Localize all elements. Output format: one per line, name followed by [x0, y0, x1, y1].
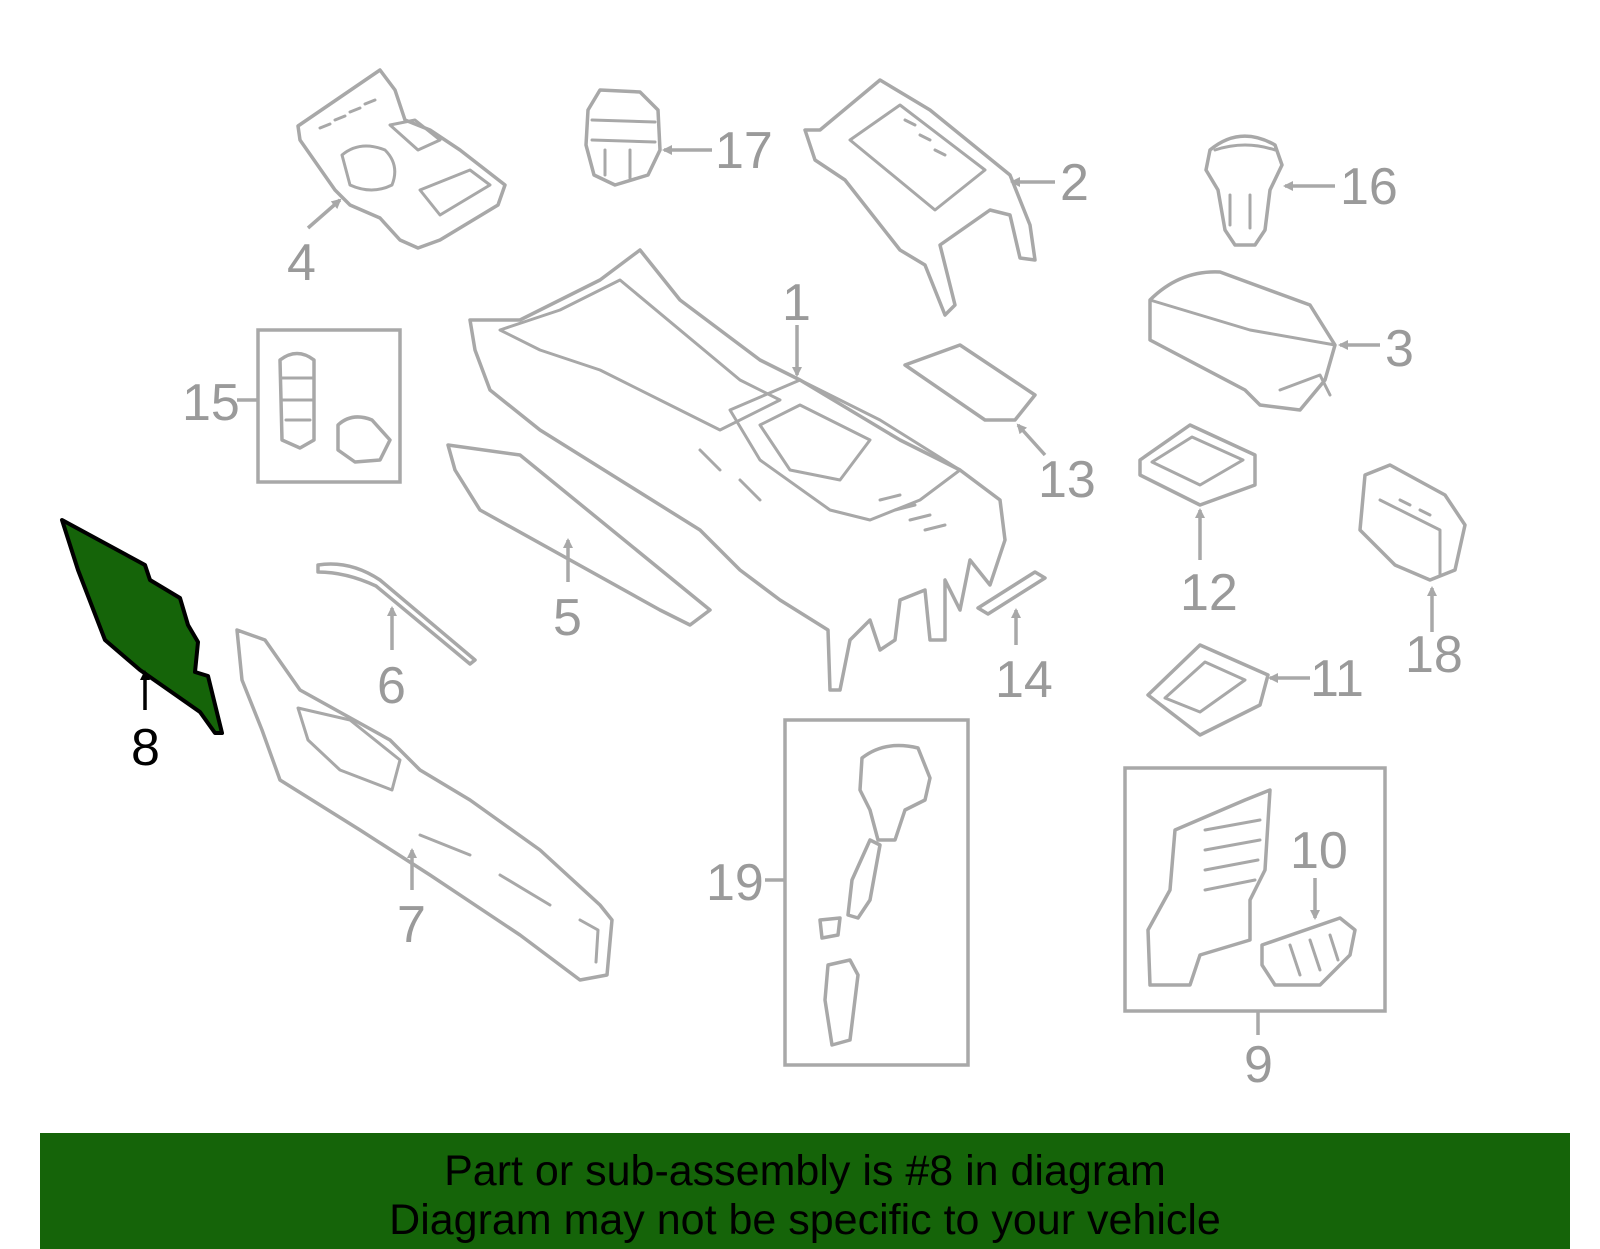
callout-15: 15 [182, 374, 258, 432]
svg-text:7: 7 [397, 896, 426, 954]
part-10-switch[interactable] [1260, 916, 1357, 987]
svg-text:11: 11 [1310, 650, 1364, 708]
part-16-socket[interactable] [1204, 134, 1284, 247]
svg-text:19: 19 [706, 854, 764, 912]
part-13-pad[interactable] [903, 343, 1037, 422]
callout-16: 16 [1283, 158, 1398, 216]
info-banner: Part or sub-assembly is #8 in diagram Di… [40, 1133, 1570, 1249]
part-6-molding[interactable] [316, 562, 477, 666]
callout-12: 12 [1180, 508, 1238, 622]
part-1-console[interactable] [468, 248, 1007, 692]
callout-5: 5 [553, 538, 582, 647]
svg-text:18: 18 [1405, 626, 1463, 684]
part-17-switch[interactable] [584, 88, 662, 187]
callout-8: 8 [131, 670, 160, 777]
callout-7: 7 [397, 848, 426, 954]
svg-text:10: 10 [1290, 822, 1348, 880]
svg-text:14: 14 [995, 651, 1053, 709]
callout-18: 18 [1405, 586, 1463, 684]
part-19-shift-knob[interactable] [783, 718, 970, 1067]
banner-line-1: Part or sub-assembly is #8 in diagram [444, 1147, 1166, 1195]
callout-4: 4 [287, 198, 342, 292]
part-3-armrest[interactable] [1148, 270, 1337, 412]
callout-11: 11 [1268, 650, 1364, 708]
part-11-bezel[interactable] [1146, 643, 1270, 737]
svg-text:8: 8 [131, 719, 160, 777]
svg-text:16: 16 [1340, 158, 1398, 216]
part-15-group[interactable] [256, 328, 402, 484]
banner-line-2: Diagram may not be specific to your vehi… [389, 1196, 1221, 1244]
part-2-bracket[interactable] [803, 78, 1037, 317]
part-9-group[interactable] [1123, 766, 1387, 1013]
part-8-shape [60, 518, 224, 735]
callout-13: 13 [1016, 423, 1096, 509]
part-5-trim[interactable] [446, 443, 712, 627]
svg-text:1: 1 [782, 274, 811, 332]
callout-9: 9 [1244, 1011, 1273, 1094]
part-8-side-panel[interactable] [60, 518, 224, 735]
svg-text:17: 17 [715, 122, 773, 180]
svg-text:15: 15 [182, 374, 240, 432]
callout-6: 6 [377, 606, 406, 715]
svg-text:12: 12 [1180, 564, 1238, 622]
part-14-pad[interactable] [976, 570, 1047, 616]
svg-text:4: 4 [287, 234, 316, 292]
svg-text:9: 9 [1244, 1036, 1273, 1094]
part-12-tray[interactable] [1138, 423, 1257, 507]
svg-text:6: 6 [377, 657, 406, 715]
callout-2: 2 [1010, 154, 1089, 212]
part-4-shifter-bezel[interactable] [296, 68, 507, 250]
callout-17: 17 [662, 122, 773, 180]
part-7-lower-trim[interactable] [235, 628, 614, 982]
part-18-switch[interactable] [1358, 463, 1467, 582]
callout-1: 1 [782, 274, 811, 377]
callout-19: 19 [706, 854, 785, 912]
svg-text:2: 2 [1060, 154, 1089, 212]
svg-text:13: 13 [1038, 451, 1096, 509]
callout-14: 14 [995, 608, 1053, 709]
callout-3: 3 [1338, 320, 1414, 378]
svg-text:5: 5 [553, 589, 582, 647]
callout-10: 10 [1290, 822, 1348, 920]
svg-text:3: 3 [1385, 320, 1414, 378]
